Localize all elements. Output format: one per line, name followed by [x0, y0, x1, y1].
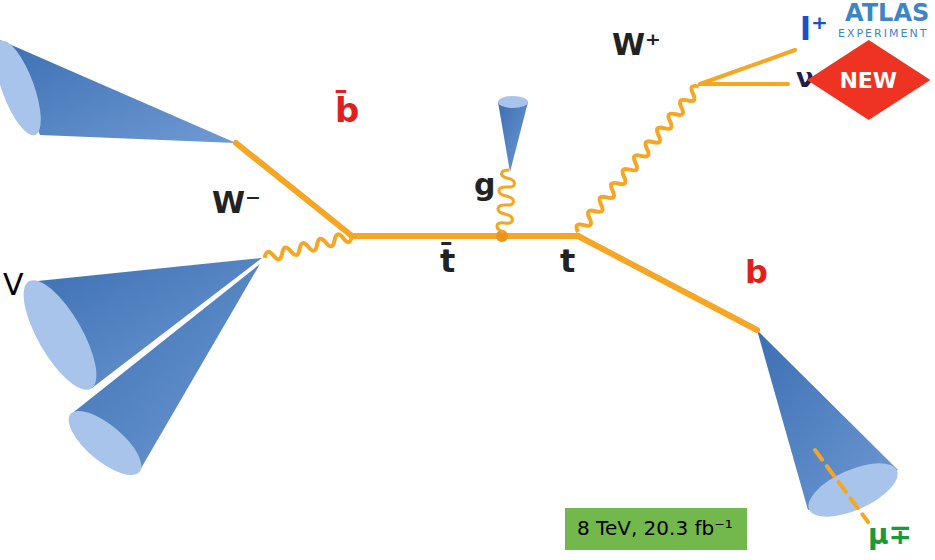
particle-label: W⁺	[612, 28, 661, 61]
particle-label: l⁺	[800, 12, 828, 47]
badge-text: NEW	[839, 68, 897, 93]
w-boson-wiggle	[574, 83, 702, 235]
particle-label: μ∓	[868, 520, 912, 551]
particle-label: W⁻	[212, 186, 261, 219]
particle-label: t̄	[440, 244, 455, 279]
particle-label: b̄	[335, 92, 359, 129]
cut-slide-text: V	[3, 268, 24, 301]
jet-cone	[757, 330, 905, 528]
new-badge: NEW	[807, 40, 930, 120]
particle-label: g	[474, 168, 495, 201]
jet-cone	[59, 264, 260, 486]
box-text: 8 TeV, 20.3 fb⁻¹	[577, 516, 735, 540]
jet-cone	[0, 36, 236, 143]
w-boson-wiggle	[263, 231, 353, 262]
particle-label: b	[745, 255, 768, 290]
info-box: 8 TeV, 20.3 fb⁻¹	[565, 508, 747, 550]
jet-cone	[498, 96, 528, 172]
logo-subtext: EXPERIMENT	[838, 28, 928, 40]
gluon-spring	[497, 170, 515, 232]
logo-text: ATLAS	[845, 0, 929, 26]
particle-label: t	[560, 244, 575, 279]
particle-line	[236, 50, 868, 522]
